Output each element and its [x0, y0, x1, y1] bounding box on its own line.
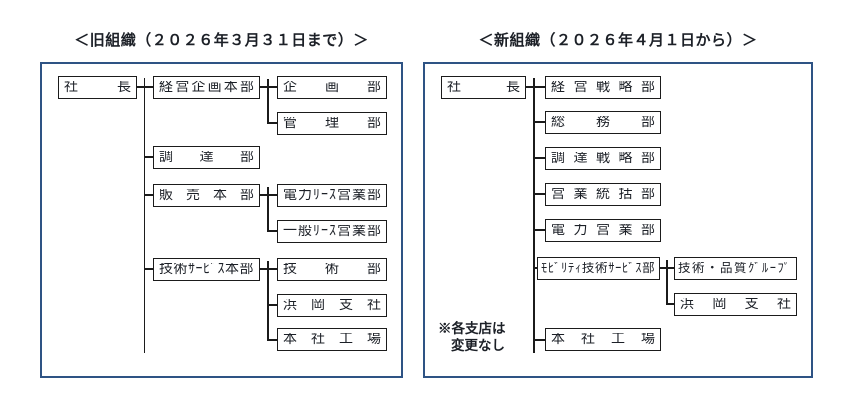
general-lease-sales-dept-box: 一般ﾘｰｽ営業部 — [277, 220, 387, 243]
connector-line — [267, 230, 278, 232]
procurement-dept-box: 調達部 — [153, 146, 260, 169]
org-frame-old — [40, 62, 403, 378]
connector-line — [143, 78, 146, 353]
connector-line — [260, 194, 278, 196]
connector-line — [144, 156, 154, 158]
power-lease-sales-dept-box: 電力ﾘｰｽ営業部 — [277, 184, 387, 207]
connector-line — [260, 86, 278, 88]
connector-line — [144, 194, 154, 196]
connector-line — [533, 86, 546, 88]
power-sales-dept-box: 電力営業部 — [545, 219, 661, 242]
connector-line — [526, 86, 535, 88]
administration-dept-box: 管理部 — [277, 112, 387, 135]
connector-line — [267, 187, 269, 232]
mobility-technical-service-dept-box: ﾓﾋﾞﾘﾃｨ技術ｻｰﾋﾞｽ部 — [537, 257, 660, 280]
sales-supervision-dept-box: 営業統括部 — [545, 183, 661, 206]
connector-line — [260, 268, 278, 270]
org-title-new: ＜新組織（２０２６年４月１日から）＞ — [478, 32, 758, 49]
connector-line — [666, 260, 668, 305]
connector-line — [533, 157, 546, 159]
head-office-factory-box-old: 本社工場 — [277, 328, 387, 351]
connector-line — [267, 304, 278, 306]
connector-line — [267, 261, 269, 341]
head-office-factory-box-new: 本社工場 — [545, 328, 661, 351]
planning-dept-box: 企画部 — [277, 76, 387, 99]
technical-service-division-box: 技術ｻｰﾋﾞｽ本部 — [153, 258, 260, 281]
connector-line — [267, 79, 269, 124]
hamaoka-branch-box-old: 浜岡支社 — [277, 294, 387, 317]
branch-note-line2: 変更なし — [451, 338, 505, 353]
procurement-strategy-dept-box: 調達戦略部 — [545, 147, 661, 170]
general-affairs-dept-box: 総務部 — [545, 111, 661, 134]
technology-quality-group-box: 技術・品質ｸﾞﾙｰﾌﾟ — [674, 257, 797, 280]
connector-line — [533, 267, 539, 269]
org-title-old: ＜旧組織（２０２６年３月３１日まで）＞ — [74, 32, 369, 49]
branch-note-line1: ※各支店は — [438, 321, 506, 336]
president-box-old: 社長 — [58, 76, 137, 99]
connector-line — [144, 268, 154, 270]
management-planning-division-box: 経営企画本部 — [153, 76, 260, 99]
connector-line — [533, 193, 546, 195]
hamaoka-branch-box-new: 浜岡支社 — [674, 293, 797, 316]
connector-line — [533, 121, 546, 123]
president-box-new: 社長 — [441, 76, 526, 99]
connector-line — [533, 339, 546, 341]
connector-line — [533, 78, 535, 353]
connector-line — [144, 86, 154, 88]
connector-line — [666, 303, 675, 305]
connector-line — [267, 122, 278, 124]
management-strategy-dept-box: 経営戦略部 — [545, 76, 661, 99]
sales-division-box: 販売本部 — [153, 184, 260, 207]
org-frame-new — [423, 62, 813, 378]
connector-line — [533, 229, 546, 231]
technical-dept-box: 技術部 — [277, 258, 387, 281]
connector-line — [137, 86, 146, 88]
connector-line — [267, 339, 278, 341]
